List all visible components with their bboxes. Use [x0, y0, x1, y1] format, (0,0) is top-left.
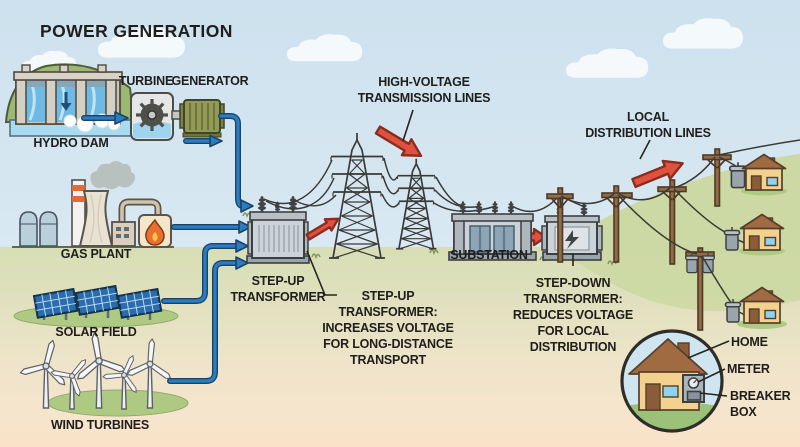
solar-field-label: SOLAR FIELD [55, 325, 137, 339]
page-title: POWER GENERATION [40, 21, 233, 41]
turbine-label: TURBINE [118, 74, 174, 88]
power-flow-arrow-gas [171, 220, 252, 234]
hydro-dam-illustration [4, 63, 137, 137]
local-distribution-lines-label: LOCAL DISTRIBUTION LINES [585, 110, 711, 140]
power-flow-arrow-hydro [218, 113, 254, 213]
utility-pole-icon [657, 179, 687, 265]
lightning-bolt-icon [565, 230, 579, 249]
substation-icon [448, 201, 537, 261]
gear-icon [136, 99, 168, 131]
wind-turbine-icon [68, 328, 128, 409]
solar-panel-icon [116, 287, 163, 320]
pole-transformer-icon [728, 161, 748, 189]
substation-label: SUBSTATION [450, 248, 528, 262]
utility-pole-icon [702, 148, 732, 207]
meter-label: METER [727, 362, 770, 376]
breaker-box-icon [686, 390, 702, 401]
meter-leader-line [697, 368, 726, 383]
pole-transformer-icon [724, 298, 742, 323]
pole-transformer-icon [723, 226, 741, 251]
high-voltage-leader-line [402, 109, 414, 142]
step-up-transformer-icon [246, 196, 310, 264]
leader-lines [306, 109, 730, 397]
flame-icon [138, 214, 172, 248]
wind-turbines-illustration [17, 328, 189, 417]
generator-label: GENERATOR [171, 74, 249, 88]
gas-plant-illustration [12, 161, 174, 248]
high-voltage-lines-label: HIGH-VOLTAGE TRANSMISSION LINES [357, 75, 491, 105]
step-up-transformer-label: STEP-UP TRANSFORMER [230, 274, 326, 304]
home-label: HOME [731, 335, 768, 349]
wind-turbine-icon [125, 336, 176, 409]
water-flow-down-arrow [60, 92, 72, 111]
step-up-transformer-note: STEP-UP TRANSFORMER: INCREASES VOLTAGE F… [322, 289, 454, 367]
step-down-transformer-note: STEP-DOWN TRANSFORMER: REDUCES VOLTAGE F… [512, 276, 634, 354]
step-up-note-leader-line [306, 250, 337, 296]
local-distribution-leader-line [639, 139, 651, 160]
utility-pole-icon [601, 185, 633, 263]
generator-icon [171, 99, 225, 138]
utility-pole-icon [546, 187, 574, 263]
utility-pole-with-transformers-icon [684, 247, 716, 331]
power-flow-arrow-solar [161, 239, 249, 304]
window [662, 385, 679, 398]
step-down-transformer-icon [541, 202, 603, 261]
home-detail-circle [620, 329, 724, 433]
door [645, 383, 661, 411]
power-flow-arrow-wind [167, 256, 249, 384]
neighborhood-houses [723, 153, 787, 329]
wind-turbine-icon [100, 347, 152, 410]
turbine-icon [130, 92, 174, 141]
wind-turbines-label: WIND TURBINES [50, 418, 150, 432]
solar-panel-icon [74, 284, 121, 318]
solar-field-illustration [13, 284, 179, 328]
wind-turbine-icon [17, 333, 78, 409]
generator-output-arrow [183, 134, 223, 148]
hydro-dam-label: HYDRO DAM [33, 136, 109, 150]
water-flow-right-arrow [81, 111, 129, 125]
home-leader-line [687, 340, 730, 359]
wind-turbine-icon [48, 346, 102, 410]
gas-plant-label: GAS PLANT [60, 247, 132, 261]
breaker-box-label: BREAKER BOX [730, 389, 791, 419]
breaker-box-leader-line [699, 392, 728, 397]
solar-panel-icon [32, 287, 79, 320]
transmission-tower-icon [329, 133, 385, 258]
